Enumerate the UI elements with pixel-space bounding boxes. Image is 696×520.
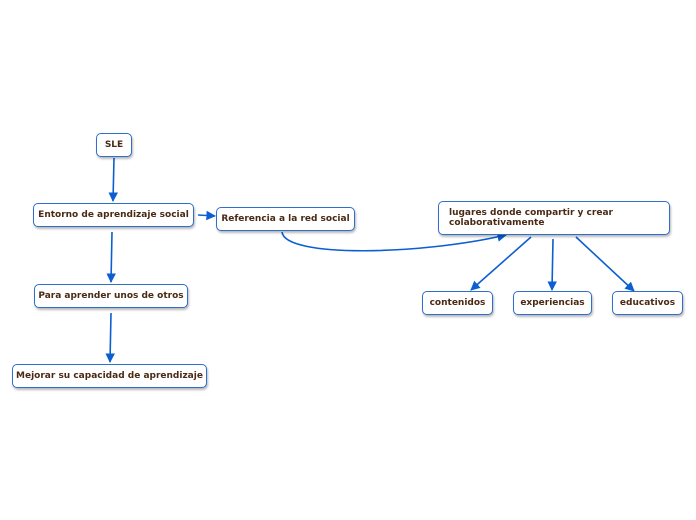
node-para-aprender-unos-de-otros[interactable]: Para aprender unos de otros [34,284,188,308]
node-sle[interactable]: SLE [96,133,132,157]
edge-lugares-to-contenidos [470,236,532,291]
edge-sle-to-entorno [108,157,118,202]
node-educativos[interactable]: educativos [612,291,683,315]
edge-entorno-to-para-aprender [106,231,116,283]
node-experiencias[interactable]: experiencias [513,291,592,315]
edge-referencia-to-lugares [281,231,507,252]
edge-lugares-to-educativos [575,236,635,292]
node-educativos-label: educativos [619,298,676,308]
node-para-aprender-label: Para aprender unos de otros [38,291,184,301]
node-lugares-label: lugares donde compartir y crear colabora… [449,208,613,228]
node-lugares-compartir-crear[interactable]: lugares donde compartir y crear colabora… [438,201,670,235]
node-mejorar-label: Mejorar su capacidad de aprendizaje [16,371,203,381]
edge-para-aprender-to-mejorar [105,312,115,363]
node-mejorar-capacidad[interactable]: Mejorar su capacidad de aprendizaje [12,364,207,388]
node-contenidos[interactable]: contenidos [422,291,493,315]
node-entorno-label: Entorno de aprendizaje social [38,210,189,220]
node-referencia-label: Referencia a la red social [221,214,350,224]
node-experiencias-label: experiencias [520,298,585,308]
node-referencia-red-social[interactable]: Referencia a la red social [216,207,355,231]
node-contenidos-label: contenidos [429,298,486,308]
node-entorno-aprendizaje-social[interactable]: Entorno de aprendizaje social [33,203,194,227]
edge-lugares-to-experiencias [547,238,557,291]
edge-entorno-to-referencia [197,210,216,221]
node-sle-label: SLE [104,140,124,150]
